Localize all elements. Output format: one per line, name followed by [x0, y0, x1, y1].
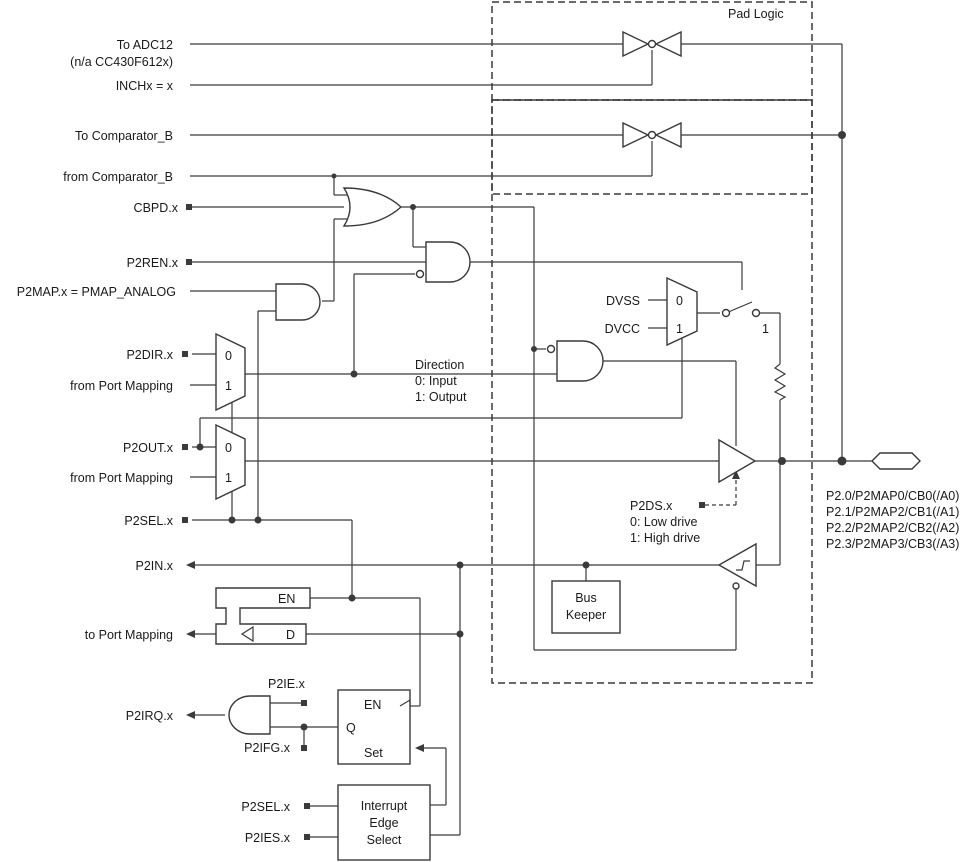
label-p2ifg: P2IFG.x [244, 741, 291, 755]
latch-en: EN [278, 592, 295, 606]
output-buffer [718, 438, 757, 484]
label-p2ie: P2IE.x [268, 677, 306, 691]
irq-flag-block [337, 689, 411, 765]
pin-name-1: P2.1/P2MAP2/CB1(/A1) [826, 505, 959, 519]
irq-set: Set [364, 746, 383, 760]
pin-name-3: P2.3/P2MAP3/CB3(/A3) [826, 537, 959, 551]
mux-output-0: 0 [225, 441, 232, 455]
pin-name-0: P2.0/P2MAP0/CB0(/A0) [826, 489, 959, 503]
latch-d: D [286, 628, 295, 642]
comparator-analog-switch [622, 121, 682, 149]
and-gate-pullup-enable [425, 241, 471, 283]
label-from-port-mapping-2: from Port Mapping [70, 471, 173, 485]
input-schmitt-buffer [717, 542, 757, 588]
pin-name-2: P2.2/P2MAP2/CB2(/A2) [826, 521, 959, 535]
label-p2map: P2MAP.x = PMAP_ANALOG [17, 285, 176, 299]
pad-connector [871, 452, 921, 470]
edge-select-block [337, 784, 431, 861]
label-p2sel-edge: P2SEL.x [241, 800, 290, 814]
label-from-port-mapping-1: from Port Mapping [70, 379, 173, 393]
label-dvcc: DVCC [605, 322, 640, 336]
drive-high: 1: High drive [630, 531, 700, 545]
edge-select-line3: Select [367, 833, 402, 847]
and-gate-output-enable [556, 340, 604, 382]
clock-edge-mark [399, 698, 411, 707]
and-gate-irq [228, 695, 271, 735]
direction-title: Direction [415, 358, 464, 372]
pad-logic-region [491, 1, 813, 684]
inverter-bubble [732, 582, 740, 590]
edge-select-line1: Interrupt [361, 799, 408, 813]
adc12-analog-switch [622, 30, 682, 58]
switch-contact [751, 308, 761, 318]
direction-input: 0: Input [415, 374, 457, 388]
switch-position-1: 1 [762, 322, 769, 336]
mux-supply [666, 276, 698, 347]
irq-q: Q [346, 721, 356, 735]
label-p2sel: P2SEL.x [124, 514, 173, 528]
mux-output [215, 423, 246, 501]
and-gate-pmap-analog [275, 283, 321, 321]
terminals [182, 204, 705, 840]
arrowheads [186, 470, 740, 752]
schmitt-symbol [736, 560, 750, 571]
label-inchx: INCHx = x [116, 79, 174, 93]
label-cbpd: CBPD.x [134, 201, 179, 215]
label-p2ies: P2IES.x [245, 831, 291, 845]
switch-contact [721, 308, 731, 318]
or-gate [342, 187, 403, 227]
label-p2dir: P2DIR.x [126, 348, 173, 362]
inverter-bubble [415, 269, 425, 279]
label-p2irq: P2IRQ.x [126, 709, 174, 723]
label-to-port-mapping: to Port Mapping [85, 628, 173, 642]
mux-output-1: 1 [225, 471, 232, 485]
drive-title: P2DS.x [630, 499, 673, 513]
label-p2in: P2IN.x [135, 559, 173, 573]
wires [190, 43, 872, 838]
label-to-comparator: To Comparator_B [75, 129, 173, 143]
pad-logic-title: Pad Logic [728, 7, 784, 21]
bus-keeper-line1: Bus [575, 591, 597, 605]
direction-output: 1: Output [415, 390, 467, 404]
label-dvss: DVSS [606, 294, 640, 308]
label-to-adc12: To ADC12 [117, 38, 173, 52]
latch [215, 587, 311, 645]
inverter-bubble [546, 344, 556, 354]
mux-direction [215, 332, 246, 412]
junction-dots [196, 131, 847, 731]
pull-resistor [773, 363, 787, 401]
bus-keeper-line2: Keeper [566, 608, 606, 622]
label-na-note: (n/a CC430F612x) [70, 55, 173, 69]
edge-select-line2: Edge [369, 816, 398, 830]
label-p2out: P2OUT.x [123, 441, 174, 455]
mux-direction-1: 1 [225, 379, 232, 393]
drive-low: 0: Low drive [630, 515, 697, 529]
mux-supply-1: 1 [676, 322, 683, 336]
mux-supply-0: 0 [676, 294, 683, 308]
label-from-comparator: from Comparator_B [63, 170, 173, 184]
label-p2ren: P2REN.x [127, 256, 179, 270]
bus-keeper-box [551, 580, 621, 634]
irq-en: EN [364, 698, 381, 712]
mux-direction-0: 0 [225, 349, 232, 363]
